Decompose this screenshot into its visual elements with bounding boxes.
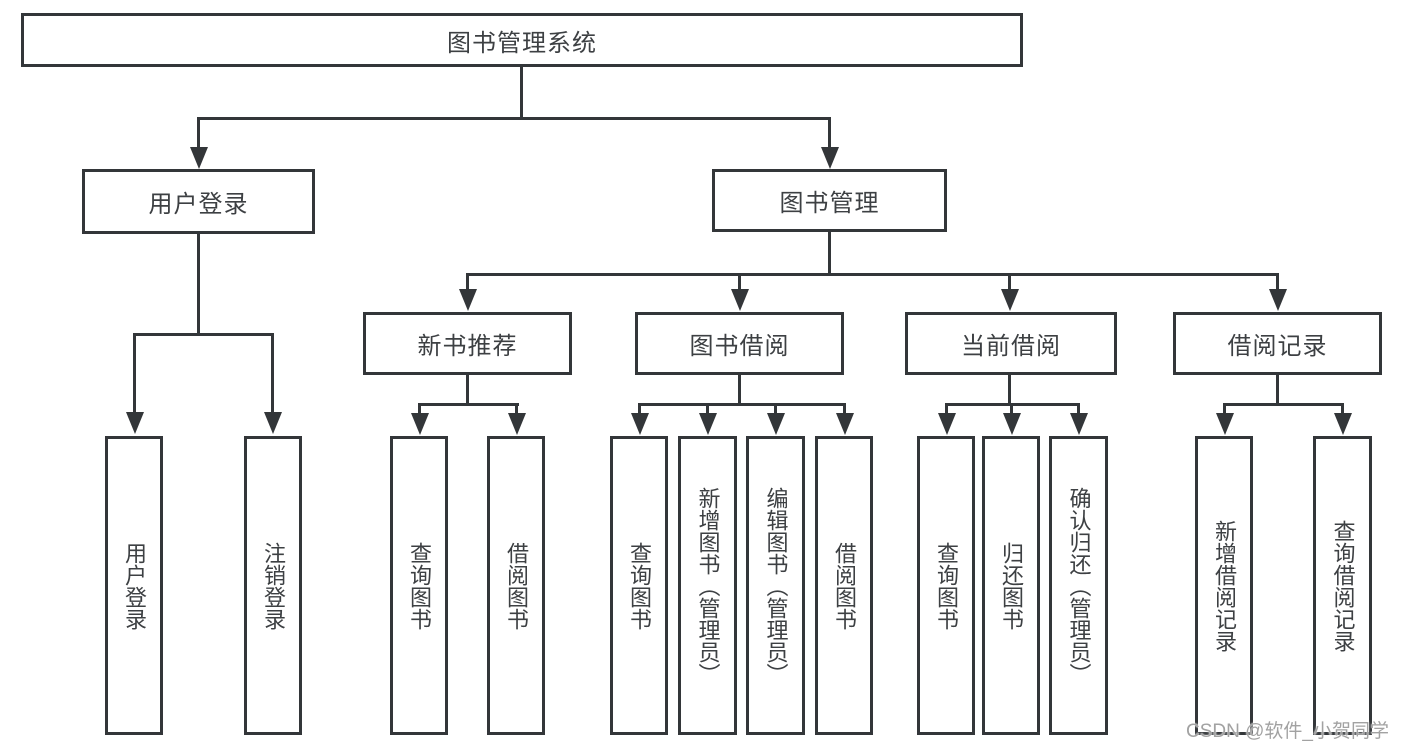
leaf-label: 编辑图书（管理员） <box>763 486 789 685</box>
node-label: 图书管理系统 <box>447 29 597 57</box>
arrowhead-to-leaf-user-login <box>126 412 144 434</box>
connector-root-crossbar <box>197 117 831 120</box>
arrowhead-to-current-confirm <box>1070 413 1088 435</box>
connector-mgmt-to-records <box>1276 273 1279 291</box>
leaf-current-return-books: 归还图书 <box>982 436 1040 735</box>
connector-root-to-login <box>197 117 200 149</box>
arrowhead-to-current-return <box>1003 413 1021 435</box>
leaf-borrow-borrow-books: 借阅图书 <box>815 436 873 735</box>
arrowhead-to-newbook-borrow <box>508 413 526 435</box>
node-label: 图书借阅 <box>689 333 790 360</box>
leaf-label: 用户登录 <box>122 541 147 630</box>
arrowhead-to-leaf-logout <box>264 412 282 434</box>
arrowhead-to-borrow-edit <box>767 413 785 435</box>
leaf-label: 新增借阅记录 <box>1212 519 1237 652</box>
connector-login-stem <box>197 234 200 336</box>
connector-mgmt-to-borrow <box>738 273 741 291</box>
connector-current-to-leaf3 <box>1077 403 1080 415</box>
leaf-label: 归还图书 <box>999 541 1024 630</box>
leaf-borrow-add-books-admin: 新增图书（管理员） <box>678 436 737 735</box>
leaf-label: 借阅图书 <box>504 541 529 630</box>
connector-records-to-leaf1 <box>1223 403 1226 415</box>
connector-records-to-leaf2 <box>1341 403 1344 415</box>
leaf-label: 新增图书（管理员） <box>695 486 721 685</box>
node-label: 借阅记录 <box>1227 333 1328 360</box>
leaf-records-query-record: 查询借阅记录 <box>1313 436 1372 735</box>
arrowhead-to-records-add <box>1216 413 1234 435</box>
arrowhead-to-user-login <box>190 147 208 169</box>
arrowhead-to-current-query <box>938 413 956 435</box>
node-label: 当前借阅 <box>961 333 1061 360</box>
connector-login-to-leaf2 <box>271 333 274 413</box>
leaf-logout: 注销登录 <box>244 436 302 735</box>
connector-newbook-to-leaf1 <box>418 403 421 415</box>
node-label: 用户登录 <box>148 191 249 218</box>
node-book-borrow: 图书借阅 <box>635 312 844 375</box>
connector-newbook-crossbar <box>418 403 519 406</box>
node-new-book-recommend: 新书推荐 <box>363 312 572 375</box>
connector-root-stem <box>520 66 523 120</box>
connector-current-stem <box>1008 375 1011 406</box>
arrowhead-to-current-borrow <box>1001 289 1019 311</box>
connector-current-to-leaf2 <box>1010 403 1013 415</box>
leaf-label: 查询图书 <box>407 541 432 630</box>
leaf-label: 注销登录 <box>261 541 286 630</box>
arrowhead-to-borrow-records <box>1269 289 1287 311</box>
leaf-newbook-borrow-books: 借阅图书 <box>487 436 545 735</box>
arrowhead-to-book-borrow <box>731 289 749 311</box>
leaf-borrow-query-books: 查询图书 <box>610 436 668 735</box>
connector-records-crossbar <box>1223 403 1344 406</box>
connector-borrow-stem <box>738 375 741 406</box>
connector-mgmt-to-current <box>1008 273 1011 291</box>
connector-login-to-leaf1 <box>133 333 136 413</box>
connector-mgmt-crossbar <box>466 273 1279 276</box>
connector-mgmt-to-newbook <box>466 273 469 291</box>
csdn-watermark: CSDN @软件_小贺同学 <box>1186 721 1389 742</box>
arrowhead-to-borrow-add <box>699 413 717 435</box>
node-borrow-records: 借阅记录 <box>1173 312 1382 375</box>
connector-records-stem <box>1276 375 1279 406</box>
leaf-newbook-query-books: 查询图书 <box>390 436 448 735</box>
leaf-label: 查询图书 <box>934 541 959 630</box>
arrowhead-to-borrow-query <box>631 413 649 435</box>
node-current-borrow: 当前借阅 <box>905 312 1117 375</box>
leaf-label: 借阅图书 <box>832 541 857 630</box>
connector-newbook-to-leaf2 <box>515 403 518 415</box>
leaf-label: 确认归还（管理员） <box>1066 486 1092 685</box>
arrowhead-to-borrow-borrow <box>836 413 854 435</box>
arrowhead-to-records-query <box>1334 413 1352 435</box>
connector-current-to-leaf1 <box>945 403 948 415</box>
leaf-user-login: 用户登录 <box>105 436 163 735</box>
connector-borrow-to-leaf2 <box>706 403 709 415</box>
leaf-label: 查询借阅记录 <box>1330 519 1356 652</box>
leaf-records-add-record: 新增借阅记录 <box>1195 436 1253 735</box>
connector-mgmt-stem <box>828 232 831 276</box>
node-book-management: 图书管理 <box>712 169 947 232</box>
connector-borrow-to-leaf4 <box>843 403 846 415</box>
leaf-current-confirm-return-admin: 确认归还（管理员） <box>1049 436 1108 735</box>
connector-borrow-crossbar <box>638 403 846 406</box>
connector-login-crossbar <box>133 333 274 336</box>
connector-borrow-to-leaf3 <box>774 403 777 415</box>
connector-root-to-mgmt <box>828 117 831 149</box>
arrowhead-to-book-management <box>821 147 839 169</box>
connector-newbook-stem <box>466 375 469 406</box>
node-label: 新书推荐 <box>417 333 518 360</box>
leaf-label: 查询图书 <box>627 541 652 630</box>
leaf-borrow-edit-books-admin: 编辑图书（管理员） <box>746 436 805 735</box>
arrowhead-to-newbook-query <box>411 413 429 435</box>
leaf-current-query-books: 查询图书 <box>917 436 975 735</box>
node-label: 图书管理 <box>779 190 880 217</box>
node-root-system: 图书管理系统 <box>21 13 1023 67</box>
connector-borrow-to-leaf1 <box>638 403 641 415</box>
node-user-login: 用户登录 <box>82 169 315 234</box>
arrowhead-to-new-book-recommend <box>459 289 477 311</box>
